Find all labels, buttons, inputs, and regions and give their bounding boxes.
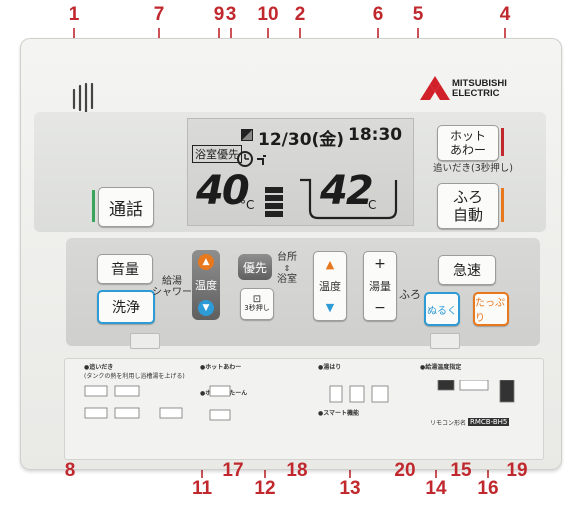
callout-11: 11: [191, 478, 213, 499]
mitsubishi-logo-icon: [420, 76, 450, 100]
lower-door[interactable]: [64, 358, 544, 460]
speaker-grille: [72, 82, 94, 114]
callout-19: 19: [506, 460, 528, 481]
nuruku-button[interactable]: ぬるく: [424, 292, 460, 326]
callout-8: 8: [64, 460, 76, 481]
callout-16: 16: [477, 478, 499, 499]
kyuto-temp-up-icon[interactable]: ▲: [198, 254, 214, 270]
ritan-icon: ⊡: [252, 294, 262, 305]
door-reheat-title: ●追いだき: [84, 364, 114, 371]
door-hot-awa: ●ホットあわー: [200, 364, 242, 371]
bath-temp-label: 温度: [319, 280, 341, 293]
level-gauge-icon: [265, 187, 283, 217]
callout-2: 2: [294, 4, 306, 25]
door-reheat-desc: (タンクの熱を利用し浴槽湯を上げる): [84, 373, 185, 380]
lcd-right-temp: 42: [320, 168, 374, 214]
clock-icon: [237, 151, 253, 167]
bath-auto-button[interactable]: ふろ自動: [437, 183, 499, 229]
bath-priority-indicator: 浴室優先: [192, 145, 242, 163]
door-yuhari: ●湯はり: [318, 364, 342, 371]
lcd-time: 18:30: [348, 125, 403, 145]
lcd-date: 12/30(金): [258, 130, 345, 150]
callout-3: 3: [225, 4, 237, 25]
kitchen-bath-label: 台所 ⇕ 浴室: [277, 252, 297, 285]
kyuto-temp-rocker[interactable]: ▲ ▼: [192, 250, 220, 320]
lcd-left-temp: 40: [196, 168, 250, 214]
hot-awa-red-marker: [501, 128, 504, 156]
bath-temp-down-icon[interactable]: ▼: [325, 301, 335, 314]
callout-6: 6: [372, 4, 384, 25]
callout-7: 7: [153, 4, 165, 25]
bathtub-frame-icon: [300, 178, 398, 220]
bath-auto-orange-marker: [501, 188, 504, 222]
yuryo-minus-icon[interactable]: −: [374, 300, 386, 316]
volume-button[interactable]: 音量: [97, 254, 153, 284]
door-model: RMCB-BH5: [468, 418, 510, 426]
ritan-button[interactable]: ⊡ 3秒押し: [240, 288, 274, 320]
callout-14: 14: [425, 478, 447, 499]
door-illustrations: [84, 380, 515, 421]
bath-temp-rocker[interactable]: ▲ ▼: [313, 251, 347, 321]
tank-icon: [241, 129, 253, 141]
quick-button[interactable]: 急速: [438, 255, 496, 285]
yuryo-rocker[interactable]: + −: [363, 251, 397, 321]
kyuto-shower-label: 給湯シャワー: [152, 276, 192, 298]
tappuri-button[interactable]: たっぷり: [473, 292, 509, 326]
callout-13: 13: [339, 478, 361, 499]
yuryo-label: 湯量: [369, 280, 391, 293]
lcd-left-unit: °C: [240, 198, 255, 212]
kyuto-temp-down-icon[interactable]: ▼: [198, 300, 214, 316]
callout-20: 20: [394, 460, 416, 481]
lcd-screen: [187, 118, 414, 226]
hinge-right: [430, 333, 460, 349]
bath-temp-up-icon[interactable]: ▲: [325, 258, 335, 271]
callout-15: 15: [450, 460, 472, 481]
talk-button[interactable]: 通話: [98, 187, 154, 227]
door-remocon-label: リモコン形名: [430, 420, 467, 427]
hot-awa-button[interactable]: ホットあわー: [437, 125, 499, 161]
reheat-note: 追いだき(3秒押し): [433, 163, 513, 174]
callout-9: 9: [213, 4, 225, 25]
yuryo-plus-icon[interactable]: +: [374, 256, 386, 272]
wash-button[interactable]: 洗浄: [97, 290, 155, 324]
faucet-icon: [257, 155, 266, 165]
priority-button[interactable]: 優先: [238, 254, 272, 280]
furo-label: ふろ: [399, 288, 421, 301]
callout-18: 18: [286, 460, 308, 481]
hinge-left: [130, 333, 160, 349]
talk-green-marker: [92, 190, 95, 222]
lcd-right-unit: °C: [362, 198, 377, 212]
kyuto-temp-label: 温度: [195, 279, 217, 292]
callout-1: 1: [68, 4, 80, 25]
callout-12: 12: [254, 478, 276, 499]
callout-5: 5: [412, 4, 424, 25]
door-smart: ●スマート機能: [318, 410, 360, 417]
callout-10: 10: [257, 4, 279, 25]
callout-4: 4: [499, 4, 511, 25]
callout-17: 17: [222, 460, 244, 481]
door-kyuto: ●給湯温度指定: [420, 364, 462, 371]
